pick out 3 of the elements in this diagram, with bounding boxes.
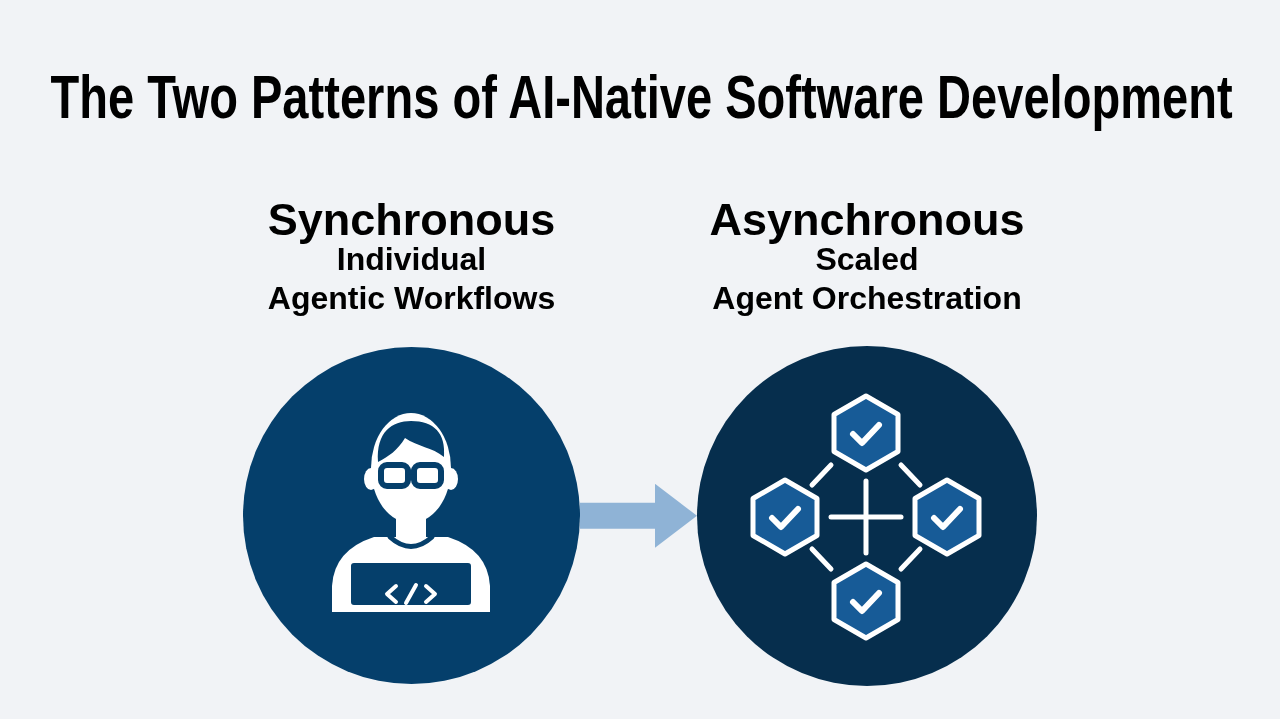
arrow: [579, 483, 697, 548]
heading: Asynchronous: [708, 196, 1026, 244]
heading: Synchronous: [266, 196, 557, 244]
